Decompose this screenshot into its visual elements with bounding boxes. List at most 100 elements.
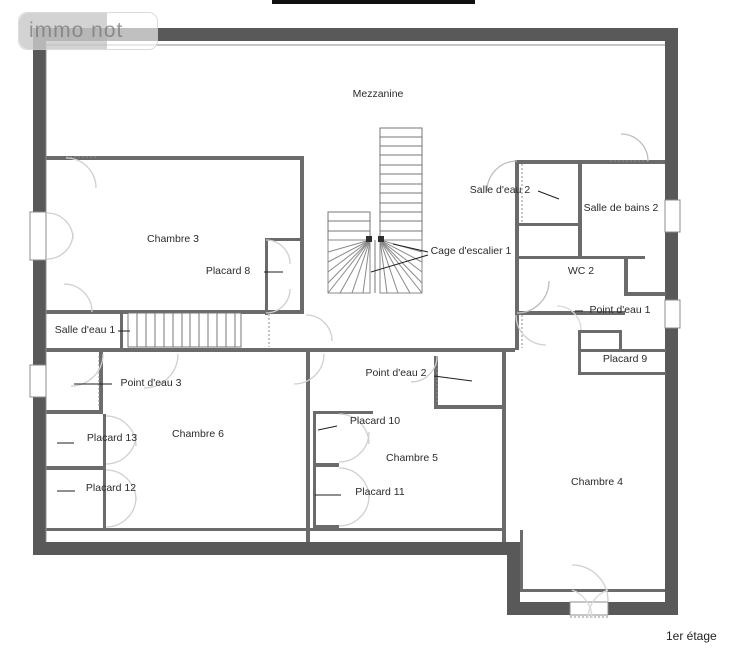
wall-wc2-top	[519, 256, 645, 259]
door-window-left-b	[46, 232, 74, 260]
room-label-salle-de-bains-2: Salle de bains 2	[584, 202, 659, 214]
stair-winder-left	[327, 239, 371, 294]
door-placard12-a	[105, 469, 137, 501]
wall-ch5-ch4-divider	[502, 352, 506, 542]
label-leader-lines	[57, 190, 583, 496]
wall-pointeau3-right	[99, 352, 103, 410]
inner-walls	[46, 156, 666, 592]
floor-level-label: 1er étage	[666, 629, 717, 643]
room-label-placard-12: Placard 12	[86, 482, 136, 494]
wall-wc2-bottom	[519, 311, 625, 315]
wall-placards-left-col	[103, 414, 106, 528]
stair-newel-posts	[366, 236, 384, 242]
wall-placard13-right	[46, 466, 105, 470]
room-label-chambre-6: Chambre 6	[172, 428, 224, 440]
wall-chambre3-top	[46, 156, 304, 160]
wall-pointeau3-bottom	[46, 410, 103, 414]
door-placard12-b	[105, 496, 137, 528]
door-cagecorner	[305, 314, 333, 342]
door-window-left-a	[46, 212, 74, 240]
outer-walls	[33, 28, 678, 615]
wall-chambre3-right	[300, 156, 304, 314]
door-placard8-b	[265, 288, 291, 314]
wall-pointeau1-left	[578, 330, 581, 351]
leader-cage-2	[370, 254, 429, 273]
room-label-placard-8: Placard 8	[206, 265, 251, 277]
wall-ch6-ch5-divider	[306, 352, 310, 542]
wall-placard10-left	[313, 411, 316, 528]
door-chambre6-top	[143, 353, 179, 389]
wall-ch4-left-lower	[520, 530, 523, 592]
top-black-bar	[272, 0, 475, 4]
stair-horizontal-run	[127, 312, 242, 348]
room-label-point-d-eau-1: Point d'eau 1	[590, 304, 651, 316]
wall-placard11-bottom	[313, 525, 339, 528]
wall-pointeau1-top	[578, 330, 622, 333]
door-chambre3-top	[65, 157, 97, 189]
room-label-mezzanine: Mezzanine	[353, 88, 404, 100]
room-label-salle-d-eau-2: Salle d'eau 2	[470, 184, 531, 196]
room-label-point-d-eau-2: Point d'eau 2	[366, 367, 427, 379]
wall-ch4-bottom-inner	[520, 589, 665, 592]
room-label-wc-2: WC 2	[568, 265, 594, 277]
door-placard11-a	[338, 467, 370, 499]
wall-chambre3-bottom	[46, 310, 304, 314]
door-chambre4-bottom	[571, 564, 609, 602]
door-placard8-a	[265, 239, 291, 265]
door-placard10-b	[338, 431, 370, 463]
door-chambre4-win-b	[587, 589, 609, 619]
room-label-chambre-4: Chambre 4	[571, 476, 623, 488]
door-chambre4-win-a	[571, 589, 593, 619]
room-label-chambre-5: Chambre 5	[386, 452, 438, 464]
room-label-salle-d-eau-1: Salle d'eau 1	[55, 324, 116, 336]
leader-salle-eau-2	[537, 190, 560, 200]
wall-placard8-left	[265, 238, 268, 315]
wall-bottom-inner	[46, 528, 502, 531]
door-wc2	[516, 280, 550, 314]
door-chambre3-bottom	[63, 283, 93, 313]
wall-placard9-left	[578, 349, 581, 375]
door-sdb2-top	[620, 133, 649, 162]
wall-sdb2-left	[578, 160, 582, 256]
wall-mid-divider-right	[306, 348, 515, 352]
leader-placard-10	[317, 425, 338, 431]
wall-wc2-bottom-right	[624, 292, 666, 296]
window-left-lower	[29, 364, 47, 398]
wall-placard1011-div	[313, 463, 339, 467]
stair-central-left	[327, 211, 371, 241]
wall-pointeau1-right	[619, 330, 622, 351]
wall-wetblock-top	[515, 160, 665, 164]
wall-placard9-bottom	[578, 372, 666, 375]
room-label-point-d-eau-3: Point d'eau 3	[121, 377, 182, 389]
wall-wc2-right	[624, 256, 628, 296]
wall-pointeau2-left	[434, 356, 438, 408]
window-right-lower	[664, 299, 681, 329]
room-label-placard-10: Placard 10	[350, 415, 400, 427]
leader-cage-1	[392, 243, 429, 253]
window-right-upper	[664, 199, 681, 233]
room-label-cage-escalier-1: Cage d'escalier 1	[431, 245, 512, 257]
door-pointeau1	[556, 305, 582, 331]
stair-winder-right	[379, 239, 423, 294]
door-placard11-b	[338, 495, 370, 527]
door-cage-right	[515, 314, 547, 346]
door-placard13-b	[105, 433, 137, 465]
leader-point-eau-2	[433, 375, 473, 382]
room-label-placard-13: Placard 13	[87, 432, 137, 444]
wall-wetblock-left	[515, 160, 519, 350]
wall-placard9-top	[578, 349, 666, 352]
door-swings	[46, 133, 649, 619]
wall-placard8-top	[265, 238, 304, 241]
wall-mid-divider-left	[46, 348, 310, 352]
wall-placard10-top	[313, 411, 373, 414]
room-label-chambre-3: Chambre 3	[147, 233, 199, 245]
window-left-upper	[29, 211, 47, 261]
door-pointeau3	[70, 353, 104, 387]
door-salledeau2	[486, 160, 518, 192]
room-label-placard-9: Placard 9	[603, 353, 648, 365]
wall-pointeau2-bottom	[434, 405, 504, 409]
room-label-placard-11: Placard 11	[355, 486, 405, 498]
